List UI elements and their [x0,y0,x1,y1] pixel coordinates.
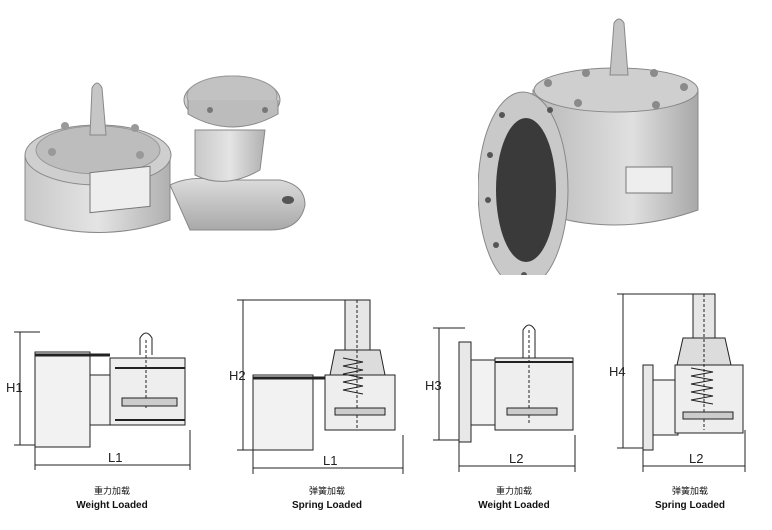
caption-spring-loaded-1: 弹簧加载 Spring Loaded [257,486,397,512]
caption-cn: 重力加载 [495,487,532,497]
caption-cn: 弹簧加载 [671,487,708,497]
length-label: L2 [509,451,523,466]
height-label: H2 [229,368,246,383]
spring-loaded-drawing-2: H4 L2 [605,280,765,485]
spring-loaded-drawing-1: H2 L1 [225,280,425,485]
weight-loaded-drawing-2: H3 L2 [425,280,595,485]
length-label: L1 [108,450,122,465]
length-label: L1 [323,453,337,468]
caption-en: Weight Loaded [478,500,550,511]
caption-en: Spring Loaded [655,500,725,511]
caption-cn: 弹簧加载 [308,487,345,497]
caption-spring-loaded-2: 弹簧加载 Spring Loaded [620,486,760,512]
caption-weight-loaded-2: 重力加载 Weight Loaded [444,486,584,512]
height-label: H1 [6,380,23,395]
flanged-elbow-valve-photo [478,15,718,275]
height-label: H3 [425,378,442,393]
caption-weight-loaded-1: 重力加载 Weight Loaded [42,486,182,512]
weight-loaded-drawing-1: H1 L1 [0,280,200,485]
caption-cn: 重力加载 [93,487,130,497]
caption-en: Spring Loaded [292,500,362,511]
caption-en: Weight Loaded [76,500,148,511]
length-label: L2 [689,451,703,466]
height-label: H4 [609,364,626,379]
weight-loaded-valve-photo [20,70,320,250]
